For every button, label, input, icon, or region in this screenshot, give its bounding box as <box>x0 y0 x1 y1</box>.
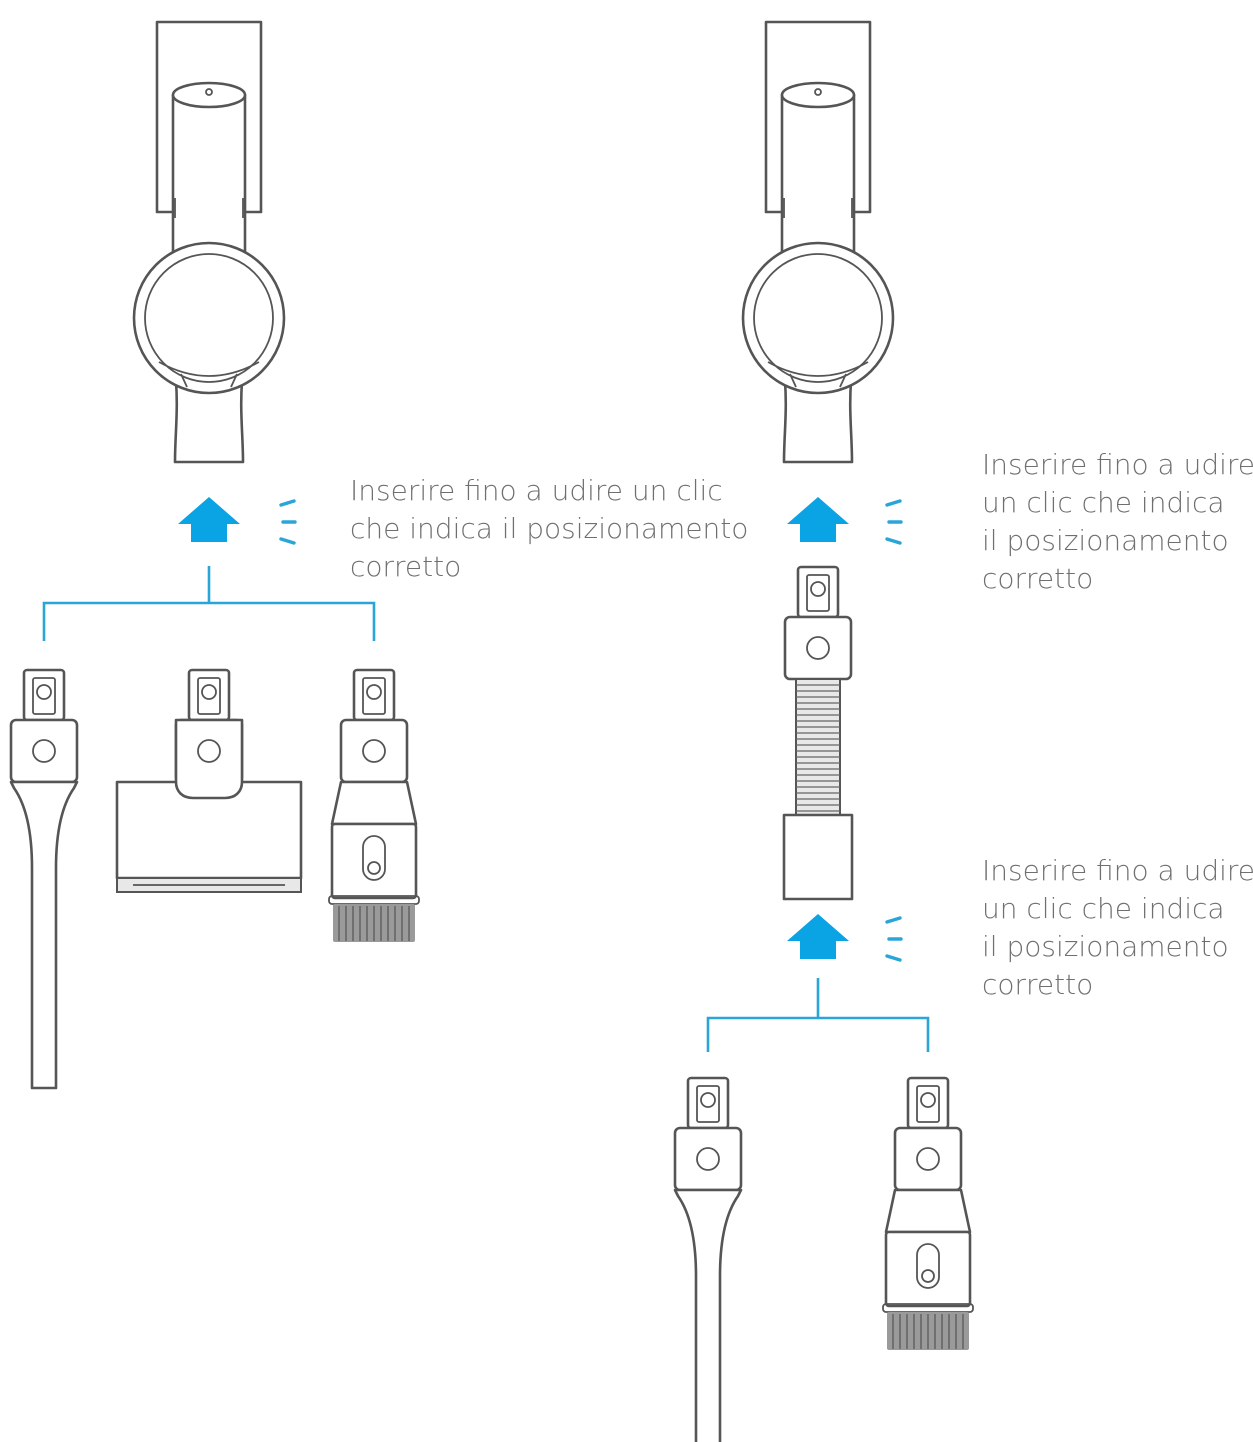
click-sound-icon <box>885 499 903 545</box>
accessory-connector-lines <box>42 566 376 641</box>
brush-nozzle <box>883 1078 973 1350</box>
click-sound-icon <box>885 916 903 962</box>
instruction-caption: Inserire fino a udire un clic che indica… <box>982 854 1253 1001</box>
vacuum-body-right <box>741 20 895 464</box>
arrow-up-icon <box>178 497 240 542</box>
vacuum-body-left <box>132 20 286 464</box>
mini-motorised-head <box>117 670 301 892</box>
brush-nozzle <box>329 670 419 942</box>
click-sound-icon <box>279 499 297 545</box>
arrow-up-icon <box>787 497 849 542</box>
crevice-nozzle <box>675 1078 741 1442</box>
crevice-nozzle <box>11 670 77 1088</box>
extension-hose <box>784 567 852 899</box>
instruction-caption: Inserire fino a udire un clic che indica… <box>982 448 1253 595</box>
instruction-caption: Inserire fino a udire un clic che indica… <box>350 474 749 583</box>
accessory-connector-lines <box>706 978 930 1052</box>
arrow-up-icon <box>787 914 849 959</box>
